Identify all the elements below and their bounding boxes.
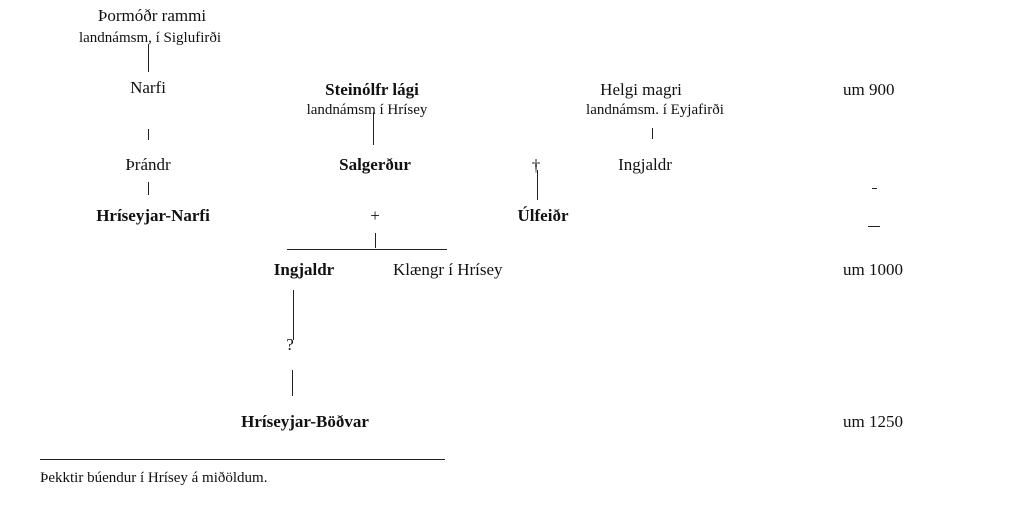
uncertain-symbol: ? (286, 335, 294, 354)
line (292, 370, 294, 396)
person-salgerdur: Salgerður (339, 155, 411, 174)
person-hriseyjar-narfi: Hríseyjar-Narfi (96, 206, 210, 225)
person-bodvar: Hríseyjar-Böðvar (241, 412, 369, 431)
person-thormodr-note: landnámsm, í Siglufirði (78, 30, 222, 46)
person-klaengr: Klængr í Hrísey (393, 260, 503, 279)
person-narfi: Narfi (130, 78, 166, 97)
line (287, 249, 447, 251)
caption-rule (40, 459, 445, 461)
person-helgi-note: landnámsm. í Eyjafirði (586, 102, 724, 118)
person-ulfeidr: Úlfeiðr (517, 206, 569, 225)
person-ingjaldr: Ingjaldr (273, 260, 335, 279)
line (293, 290, 295, 340)
line (148, 44, 150, 72)
scan-speck (868, 226, 880, 228)
date-label: um 900 (843, 80, 895, 99)
person-thrandr: Þrándr (125, 155, 171, 174)
line (652, 128, 654, 139)
line (148, 182, 150, 195)
deceased-symbol: † (531, 156, 541, 175)
scan-speck (872, 188, 877, 190)
line (148, 129, 150, 140)
person-steinolfr: Steinólfr lági (325, 80, 419, 99)
line (537, 170, 539, 200)
line (373, 112, 375, 145)
date-label: um 1000 (843, 260, 903, 279)
line (375, 233, 377, 248)
caption: Þekktir búendur í Hrísey á miðöldum. (40, 470, 268, 486)
marriage-symbol: + (370, 206, 380, 225)
person-thormodr: Þormóðr rammi (97, 6, 207, 25)
person-steinolfr-note: landnámsm í Hrísey (306, 102, 428, 118)
person-helgi: Helgi magri (600, 80, 682, 99)
person-ingjaldr-helgason: Ingjaldr (618, 155, 672, 174)
date-label: um 1250 (843, 412, 903, 431)
